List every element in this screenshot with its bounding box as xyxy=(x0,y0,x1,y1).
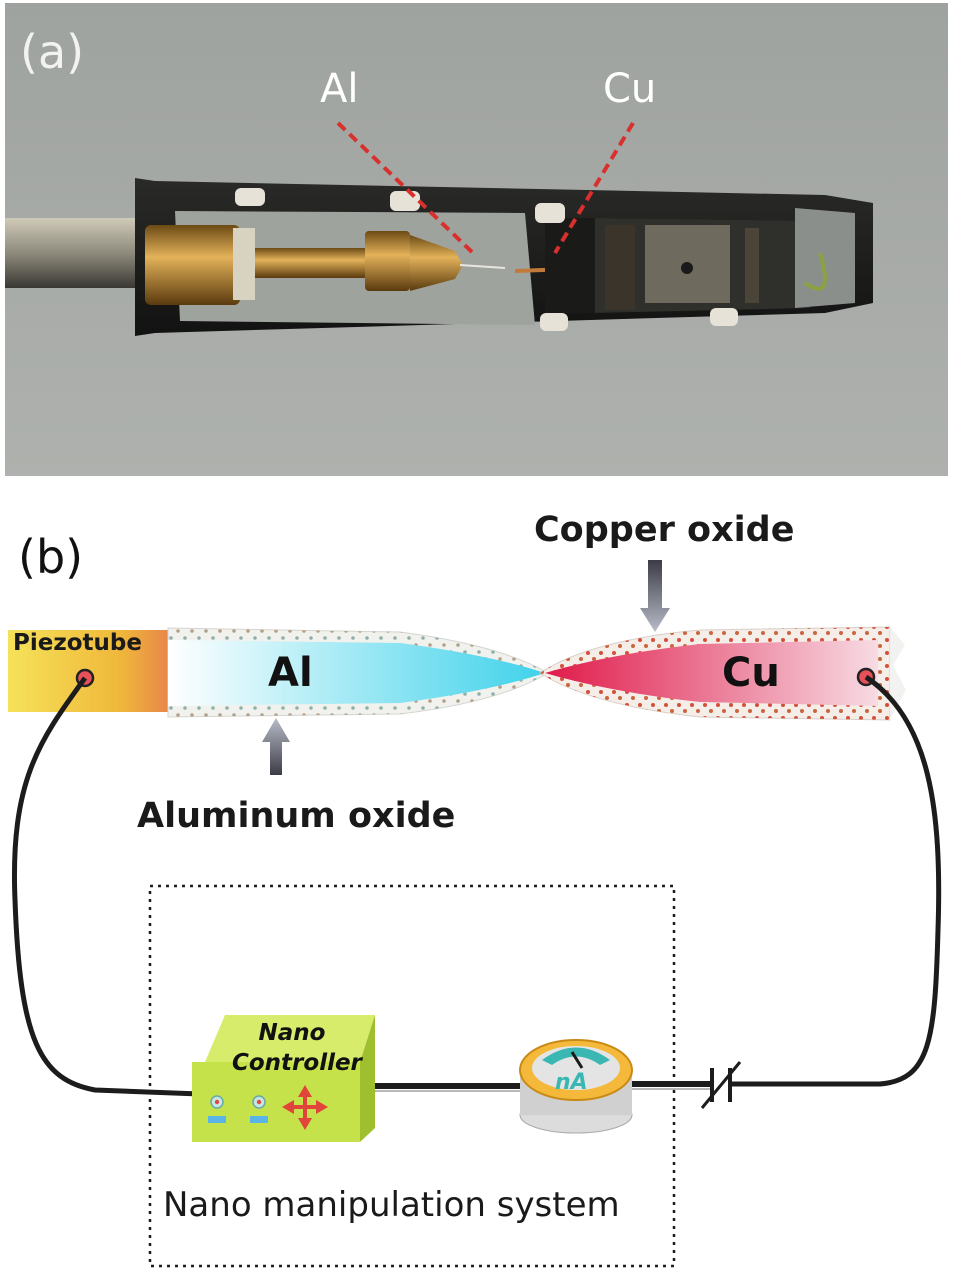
nano-manipulation-system-boundary xyxy=(148,884,676,1268)
panel-a-tag: (a) xyxy=(20,25,85,79)
holder-shaft xyxy=(5,218,155,288)
copper-oxide-label: Copper oxide xyxy=(534,510,795,550)
ammeter-icon xyxy=(519,1039,633,1134)
nano-controller-line1: Nano xyxy=(258,1020,326,1046)
variable-voltage-source-icon xyxy=(700,1061,742,1109)
panel-b-tag: (b) xyxy=(18,530,84,584)
al-tip xyxy=(459,264,506,269)
aluminum-oxide-arrow xyxy=(262,718,290,775)
schematic-panel-b: (b) Copper oxide Aluminum oxide Piezotub… xyxy=(0,480,953,1277)
photo-label-cu: Cu xyxy=(603,66,657,112)
nano-controller-label: Nano Controller xyxy=(232,1018,362,1078)
nano-controller-box xyxy=(192,1015,375,1142)
sample-holder-photo xyxy=(5,3,948,476)
nano-controller-line2: Controller xyxy=(232,1050,362,1076)
left-wire xyxy=(11,676,201,1097)
copper-tip xyxy=(545,640,878,706)
cu-label: Cu xyxy=(722,650,780,696)
aluminum-oxide-label: Aluminum oxide xyxy=(137,796,456,836)
copper-oxide-arrow xyxy=(640,560,670,632)
ammeter-label: nA xyxy=(555,1070,588,1095)
brass-piezo-assembly xyxy=(145,225,240,305)
aluminum-tip xyxy=(168,640,545,706)
cu-marker-line xyxy=(553,121,635,255)
circuit-schematic xyxy=(8,560,942,1268)
photo-label-al: Al xyxy=(320,66,359,112)
move-arrows-icon xyxy=(282,1085,328,1130)
al-label: Al xyxy=(268,650,313,696)
nano-manipulation-system-label: Nano manipulation system xyxy=(163,1185,620,1225)
piezotube-label: Piezotube xyxy=(13,630,142,656)
right-wire xyxy=(730,674,942,1087)
photo-panel-a: (a) Al Cu xyxy=(5,3,948,476)
